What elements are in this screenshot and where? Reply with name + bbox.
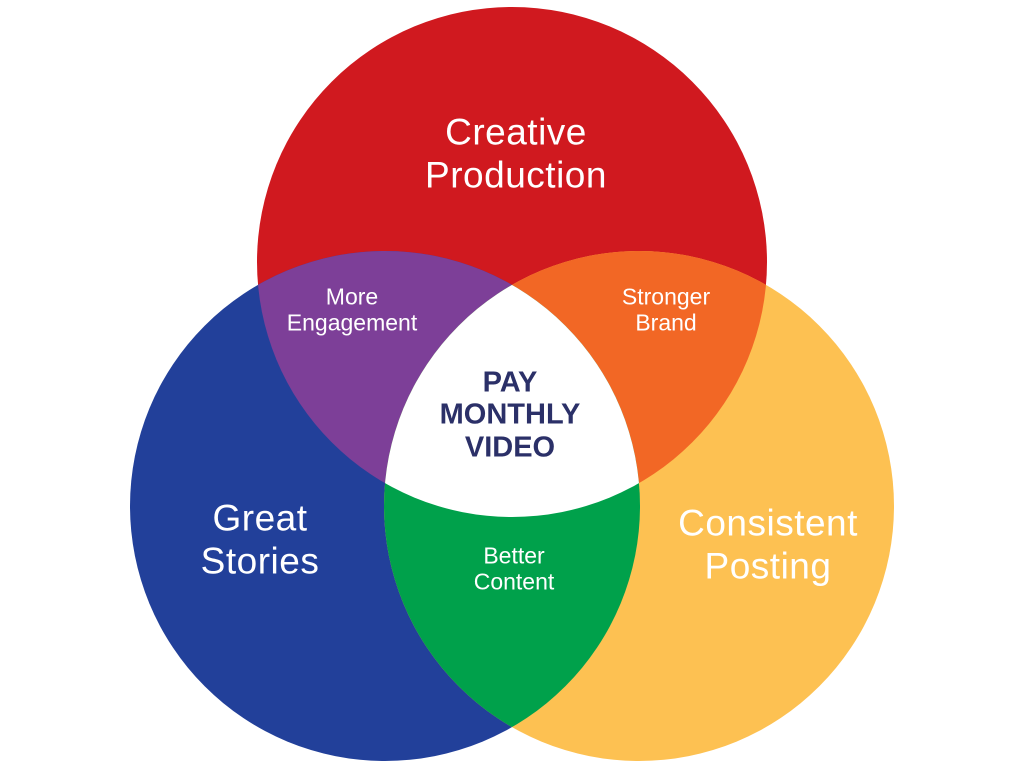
label-line: Brand xyxy=(635,310,697,336)
center-line: PAY xyxy=(482,366,538,399)
label-better-content: Better Content xyxy=(474,543,555,596)
label-line: Better xyxy=(483,542,545,569)
label-line: Stronger xyxy=(621,283,711,310)
center-line: MONTHLY xyxy=(439,398,581,431)
label-stronger-brand: Stronger Brand xyxy=(622,284,710,337)
label-great-stories: Great Stories xyxy=(201,497,320,582)
label-line: Production xyxy=(425,154,607,195)
label-line: Great xyxy=(212,497,308,539)
label-more-engagement: More Engagement xyxy=(287,284,417,337)
label-line: Creative xyxy=(445,111,587,153)
label-line: Engagement xyxy=(286,310,418,336)
center-label-pay-monthly-video: PAY MONTHLY VIDEO xyxy=(440,366,581,463)
label-line: Stories xyxy=(200,540,320,581)
label-line: Consistent xyxy=(678,502,858,544)
center-line: VIDEO xyxy=(464,431,556,464)
label-consistent-posting: Consistent Posting xyxy=(678,502,858,587)
label-creative-production: Creative Production xyxy=(425,111,607,196)
label-line: More xyxy=(325,283,379,310)
label-line: Content xyxy=(473,569,555,595)
label-line: Posting xyxy=(704,545,832,586)
